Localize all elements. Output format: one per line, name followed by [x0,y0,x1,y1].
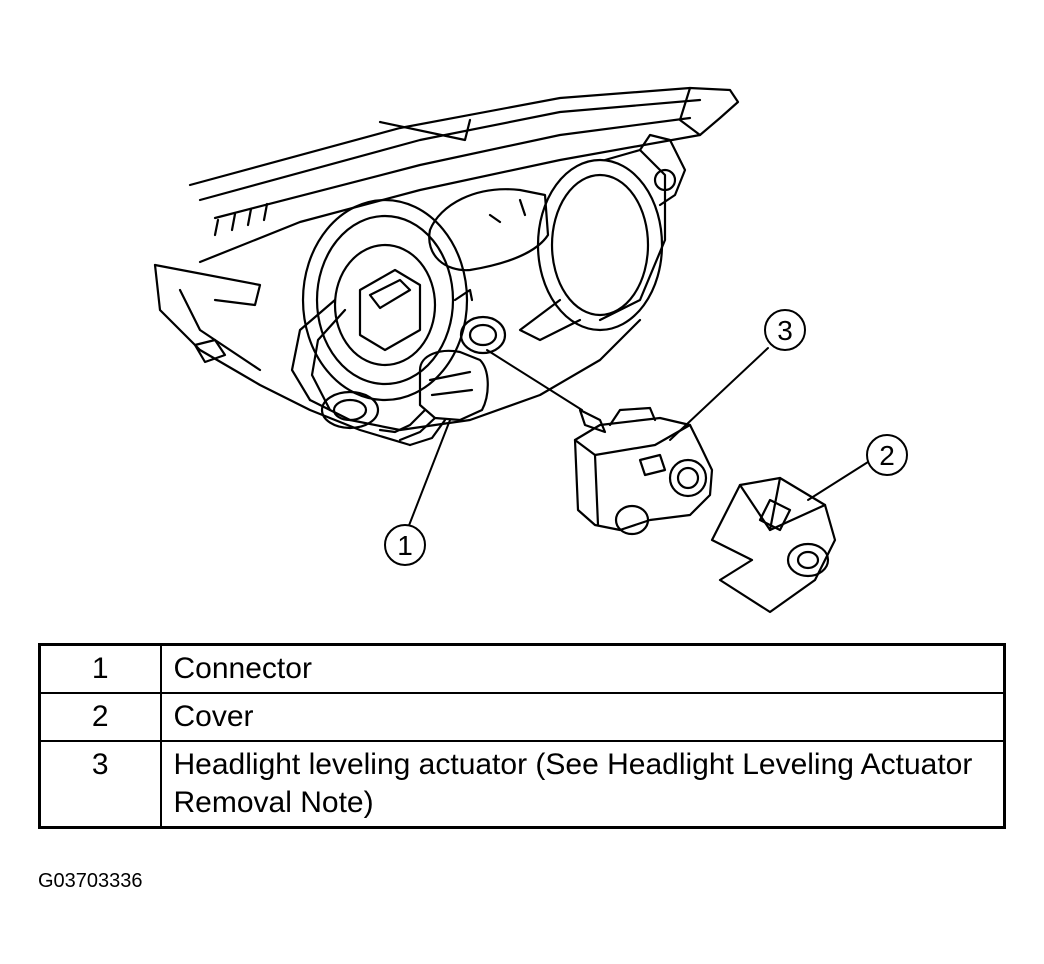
callout-3: 3 [764,309,806,351]
legend-number: 1 [38,643,162,694]
bulb [428,188,550,272]
svg-text:3: 3 [777,315,793,346]
assembly-arrow-line [486,349,583,411]
figure-id: G03703336 [38,870,143,892]
legend-table: 1 Connector 2 Cover 3 Headlight leveling… [38,643,1006,829]
headlight-housing [153,86,740,447]
leader-line-2 [807,461,869,501]
svg-text:2: 2 [879,440,895,471]
legend-row: 2 Cover [38,692,1006,742]
lamp-socket-right [518,133,687,342]
leveling-port [453,288,507,355]
leader-line-1 [407,419,451,529]
connector [378,349,489,447]
legend-number: 2 [38,692,162,742]
leveling-actuator [573,406,714,536]
legend-description: Headlight leveling actuator (See Headlig… [159,740,1006,829]
svg-text:1: 1 [397,530,413,561]
legend-number: 3 [38,740,162,829]
legend-row: 3 Headlight leveling actuator (See Headl… [38,740,1006,829]
callout-2: 2 [866,434,908,476]
legend-description: Cover [159,692,1006,742]
legend-row: 1 Connector [38,643,1006,694]
leader-line-3 [669,347,769,441]
legend-description: Connector [159,643,1006,694]
lamp-socket-left [290,198,469,430]
cover [710,476,837,614]
headlight-assembly-illustration: 1 2 3 [153,86,908,614]
callout-1: 1 [384,524,426,566]
